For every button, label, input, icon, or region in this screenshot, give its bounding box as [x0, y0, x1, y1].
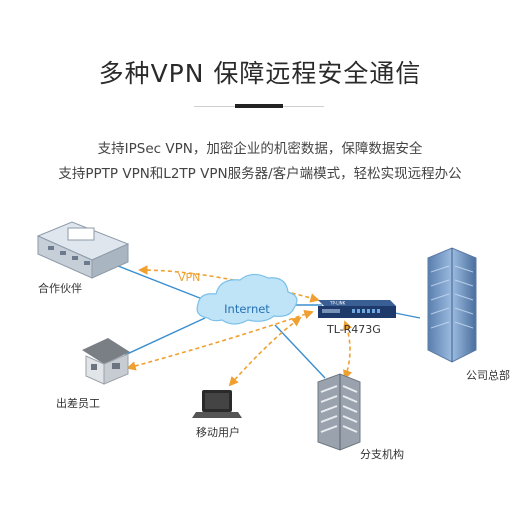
- internet-label: Internet: [224, 302, 270, 316]
- router-brand: TP-LINK: [329, 301, 346, 306]
- subtitle-line-2: 支持PPTP VPN和L2TP VPN服务器/客户端模式，轻松实现远程办公: [58, 166, 462, 182]
- title-divider-accent: [235, 104, 283, 108]
- internet-cloud-icon: Internet: [196, 273, 298, 325]
- vpn-tunnel-branch: [343, 320, 353, 380]
- headquarters-building-icon: [427, 247, 477, 363]
- router-model-label: TL-R473G: [326, 323, 381, 336]
- branch-label: 分支机构: [360, 447, 404, 461]
- headquarters-label: 公司总部: [466, 368, 510, 382]
- page-title: 多种VPN 保障远程安全通信: [98, 59, 422, 88]
- laptop-icon: [192, 390, 242, 418]
- travel-staff-label: 出差员工: [56, 396, 100, 410]
- branch-building-icon: [317, 373, 361, 451]
- vpn-label: VPN: [178, 271, 200, 284]
- partner-building-icon: [36, 221, 130, 279]
- partner-label: 合作伙伴: [38, 281, 82, 295]
- subtitle-line-1: 支持IPSec VPN，加密企业的机密数据，保障数据安全: [97, 141, 423, 157]
- mobile-user-label: 移动用户: [196, 425, 240, 439]
- travel-staff-house-icon: [82, 338, 130, 385]
- link-travel: [124, 317, 206, 356]
- router-icon: TP-LINK: [318, 300, 396, 318]
